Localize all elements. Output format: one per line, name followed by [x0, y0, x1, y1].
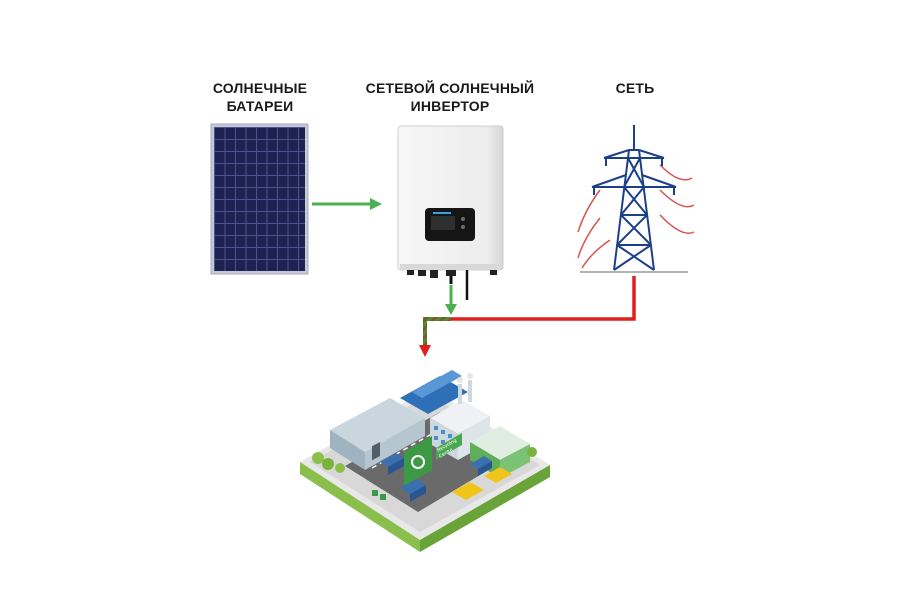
- truck-icon: [470, 456, 492, 476]
- solar-panel-icon: [210, 123, 309, 275]
- solar-panels-label-line2: БАТАРЕИ: [226, 98, 294, 114]
- grid-label: СЕТЬ: [595, 79, 675, 97]
- solar-panels-label: СОЛНЕЧНЫЕ БАТАРЕИ: [200, 79, 320, 115]
- inverter-label: СЕТЕВОЙ СОЛНЕЧНЫЙ ИНВЕРТОР: [355, 79, 545, 115]
- grid-label-line1: СЕТЬ: [615, 80, 655, 96]
- truck-icon: [400, 479, 426, 502]
- inverter-output-arrow: [445, 285, 457, 315]
- solar-panels-label-line1: СОЛНЕЧНЫЕ: [212, 80, 308, 96]
- load-feed-arrow: [419, 317, 451, 357]
- transmission-tower-icon: [577, 125, 695, 273]
- truck-icon: [380, 453, 404, 475]
- inverter-icon: [397, 125, 504, 300]
- grid-to-load-line: [451, 276, 636, 321]
- inverter-label-line1: СЕТЕВОЙ СОЛНЕЧНЫЙ: [365, 80, 535, 96]
- inverter-label-line2: ИНВЕРТОР: [410, 98, 490, 114]
- solar-to-inverter-arrow: [312, 198, 382, 210]
- factory-icon: Recycling Centre: [300, 370, 550, 552]
